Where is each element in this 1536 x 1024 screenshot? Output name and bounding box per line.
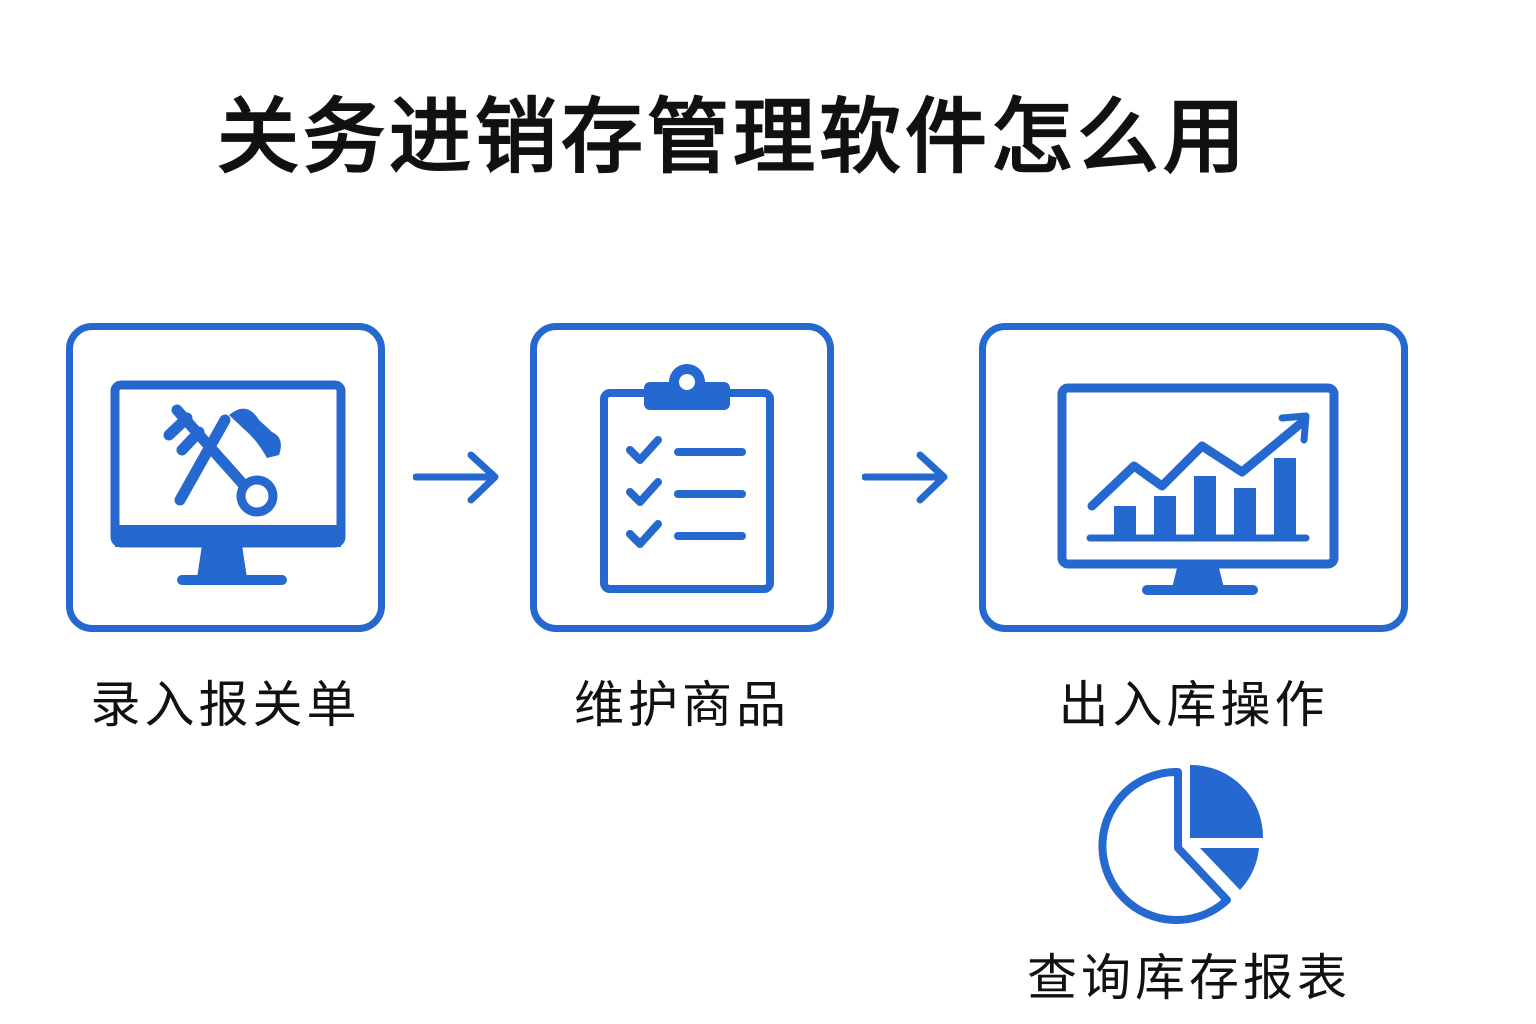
monitor-tools-icon [110,380,346,585]
step-1-label: 录入报关单 [90,676,361,734]
step-2-card [530,323,834,632]
arrow-right-icon [862,451,948,504]
step-3-label: 出入库操作 [1058,676,1329,734]
arrow-right-icon [413,451,499,504]
monitor-chart-icon [1057,383,1339,595]
clipboard-checklist-icon [600,364,774,593]
step-1-card [66,323,385,632]
step-4-label: 查询库存报表 [1027,949,1351,1007]
pie-chart-icon [1098,764,1264,924]
step-3-card [979,323,1408,632]
step-2-label: 维护商品 [574,676,790,734]
page-title: 关务进销存管理软件怎么用 [216,90,1249,185]
